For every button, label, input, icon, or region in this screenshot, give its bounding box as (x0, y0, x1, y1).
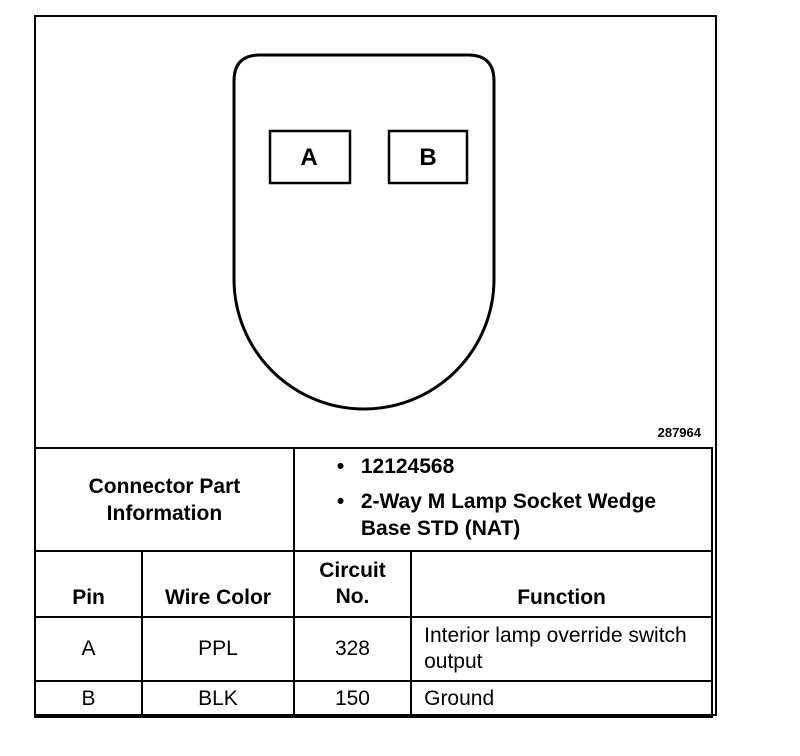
row-b-circuit: 150 (292, 680, 413, 718)
connector-outline (232, 53, 496, 411)
row-a-function: Interior lamp override switch output (410, 616, 713, 682)
part-number: •12124568 (336, 455, 455, 478)
header-wire-color: Wire Color (141, 550, 295, 618)
connector-face-drawing: A B (232, 53, 496, 411)
header-pin: Pin (33, 550, 144, 618)
row-a-wire-color: PPL (141, 616, 295, 682)
part-description: •2-Way M Lamp Socket Wedge Base STD (NAT… (336, 490, 657, 540)
part-info-values: •12124568 •2-Way M Lamp Socket Wedge Bas… (292, 447, 714, 552)
part-info-row: Connector Part Information •12124568 •2-… (34, 447, 714, 552)
connector-info-table: Connector Part Information •12124568 •2-… (33, 447, 714, 718)
header-function: Function (410, 550, 713, 618)
row-b-pin: B (33, 680, 144, 718)
connector-figure: A B 287964 Connector Part Information •1… (33, 15, 717, 718)
connector-diagram: A B 287964 (36, 17, 715, 449)
pin-b-label: B (419, 144, 436, 171)
row-a-circuit: 328 (292, 616, 413, 682)
pin-a-label: A (300, 144, 317, 171)
table-row: A PPL 328 Interior lamp override switch … (33, 616, 713, 682)
row-a-pin: A (33, 616, 144, 682)
pin-a-cavity (268, 129, 352, 185)
row-b-function: Ground (410, 680, 713, 718)
part-info-label: Connector Part Information (34, 447, 295, 552)
table-row: B BLK 150 Ground (33, 680, 713, 718)
figure-number: 287964 (657, 425, 701, 440)
pin-b-cavity (387, 129, 469, 185)
row-b-wire-color: BLK (141, 680, 295, 718)
